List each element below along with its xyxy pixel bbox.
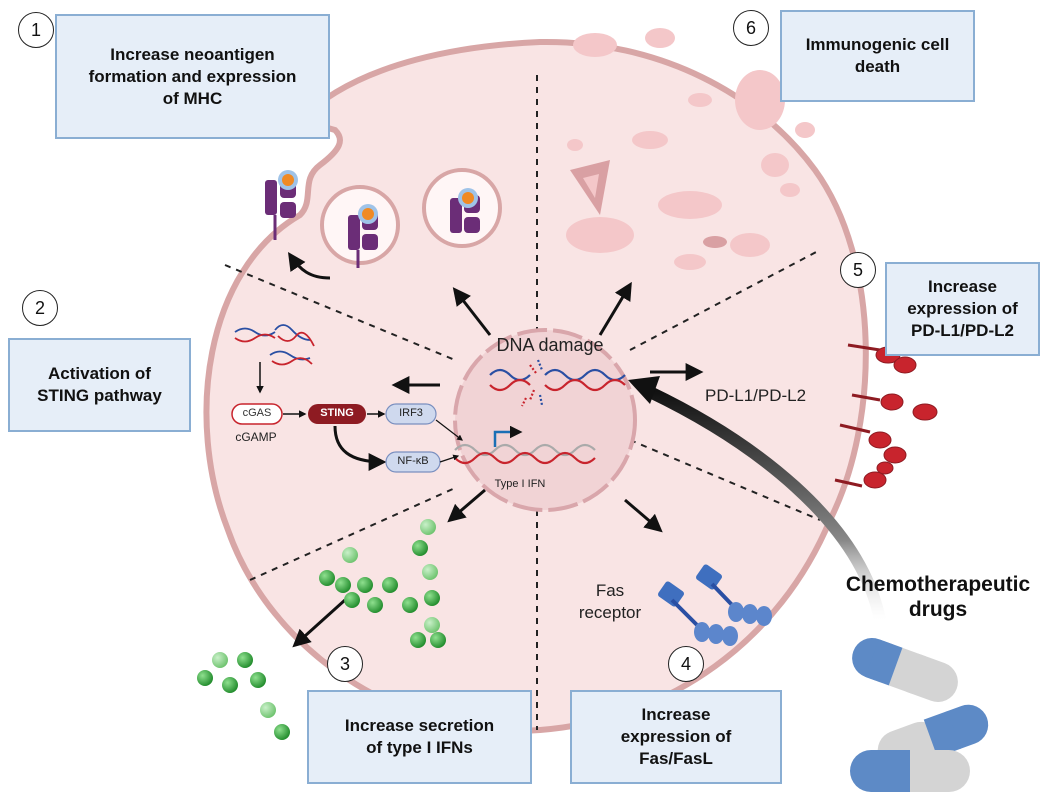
fas-receptor-label: Fas receptor (578, 581, 642, 622)
irf3-label: IRF3 (399, 407, 423, 419)
step-3-number: 3 (327, 646, 363, 682)
sting-label: STING (320, 407, 354, 419)
sector-dividers (224, 75, 821, 730)
cgas-node (231, 403, 283, 425)
nucleus-arrows (288, 252, 704, 648)
pdl-label: PD-L1/PD-L2 (705, 386, 807, 405)
chemo-arrow (647, 386, 886, 622)
capsule-3 (850, 750, 970, 792)
step-2-number: 2 (22, 290, 58, 326)
step-4-box: Increase expression of Fas/FasL (570, 690, 782, 784)
damaged-dna (489, 359, 626, 407)
capsule-1 (852, 638, 958, 702)
cgas-label: cGAS (242, 407, 272, 419)
mhc-membrane (265, 170, 298, 240)
step-2-box: Activation of STING pathway (8, 338, 191, 432)
type-ifn-label: Type I IFN (494, 478, 546, 490)
step-6-box: Immunogenic cell death (780, 10, 975, 102)
step-3-box: Increase secretion of type I IFNs (307, 690, 532, 784)
step-4-number: 4 (668, 646, 704, 682)
step-1-box: Increase neoantigen formation and expres… (55, 14, 330, 139)
ifn-particles-outside (197, 652, 290, 740)
cytosolic-dna (234, 324, 315, 366)
irf3-node (385, 403, 437, 425)
pdl1-proteins (834, 343, 938, 489)
sting-node (308, 404, 366, 424)
ifn-particles-inside (319, 519, 446, 648)
cell-fragments (566, 28, 815, 270)
step-5-box: Increase expression of PD-L1/PD-L2 (885, 262, 1040, 356)
step-6-number: 6 (733, 10, 769, 46)
nucleus (453, 328, 637, 512)
dna-damage-label: DNA damage (496, 335, 604, 355)
ifn-gene (454, 425, 596, 465)
fas-receptor-1 (658, 581, 738, 646)
cgamp-label: cGAMP (235, 430, 277, 444)
step-1-number: 1 (18, 12, 54, 48)
vesicle-2 (422, 168, 502, 248)
fas-receptor-2 (696, 564, 772, 626)
nfkb-label: NF-κB (397, 455, 429, 467)
chemo-label: Chemotherapeutic drugs (845, 573, 1031, 621)
vesicle-1 (320, 185, 400, 268)
step-5-number: 5 (840, 252, 876, 288)
